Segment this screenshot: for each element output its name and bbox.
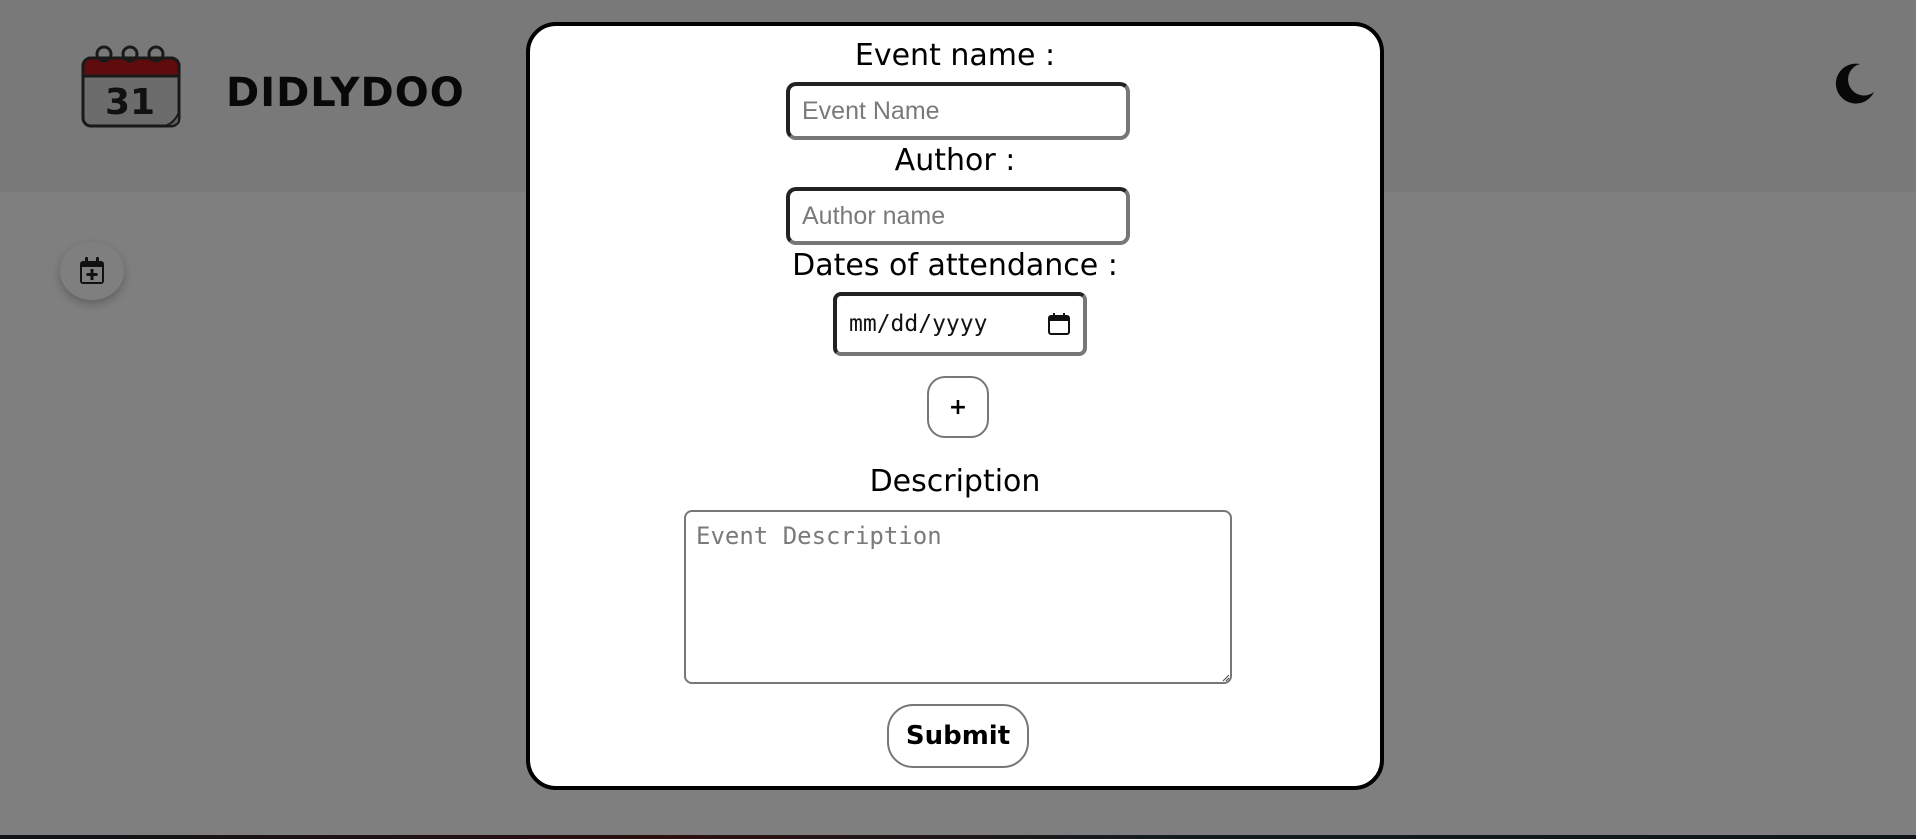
create-event-modal: Event name : Author : Dates of attendanc… [526, 22, 1384, 790]
author-label: Author : [894, 143, 1016, 178]
event-name-label: Event name : [854, 38, 1056, 73]
date-placeholder: mm/dd/yyyy [849, 311, 988, 337]
calendar-icon[interactable] [1047, 312, 1071, 336]
resize-handle-icon[interactable] [1220, 672, 1230, 682]
event-name-input[interactable] [786, 82, 1130, 140]
description-label: Description [869, 464, 1041, 499]
author-input[interactable] [786, 187, 1130, 245]
add-date-button[interactable]: + [927, 376, 989, 438]
submit-button[interactable]: Submit [887, 704, 1029, 768]
dates-of-attendance-label: Dates of attendance : [792, 248, 1118, 283]
description-textarea[interactable] [684, 510, 1232, 684]
date-input[interactable]: mm/dd/yyyy [833, 292, 1087, 356]
